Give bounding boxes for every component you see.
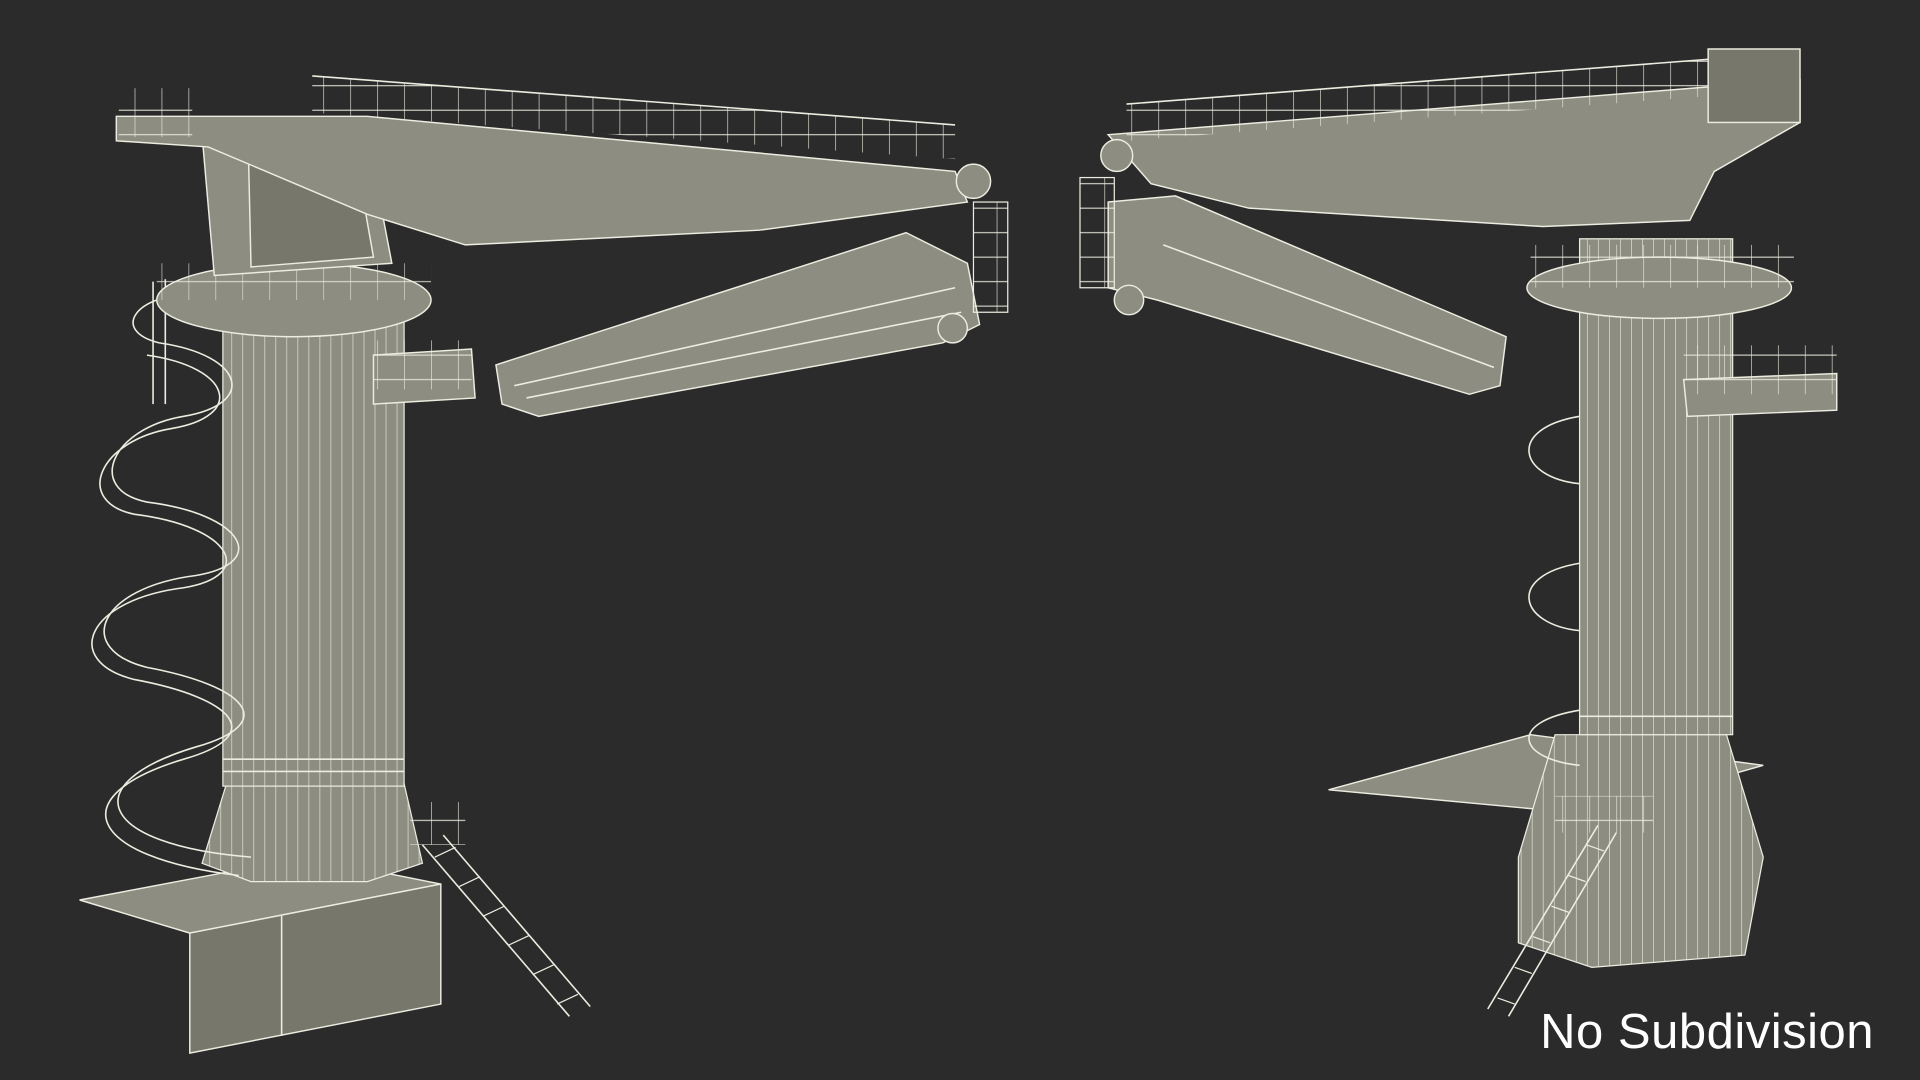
left-base-box	[189, 883, 442, 1054]
left-column-flare	[201, 783, 424, 883]
left-upper-boom	[115, 115, 969, 246]
right-lower-boom	[1107, 195, 1507, 396]
right-column	[1578, 238, 1734, 736]
right-crane-model	[1079, 48, 1838, 1017]
left-lower-boom	[495, 231, 981, 418]
right-base	[1517, 734, 1764, 968]
right-machine-house	[1707, 48, 1801, 124]
right-spiral-staircase	[1528, 415, 1580, 767]
left-crane-model	[79, 75, 1009, 1054]
left-spiral-staircase	[103, 293, 252, 858]
subdivision-caption: No Subdivision	[1540, 1005, 1874, 1059]
right-ladder	[1487, 824, 1618, 1017]
left-ladder	[421, 834, 591, 1017]
